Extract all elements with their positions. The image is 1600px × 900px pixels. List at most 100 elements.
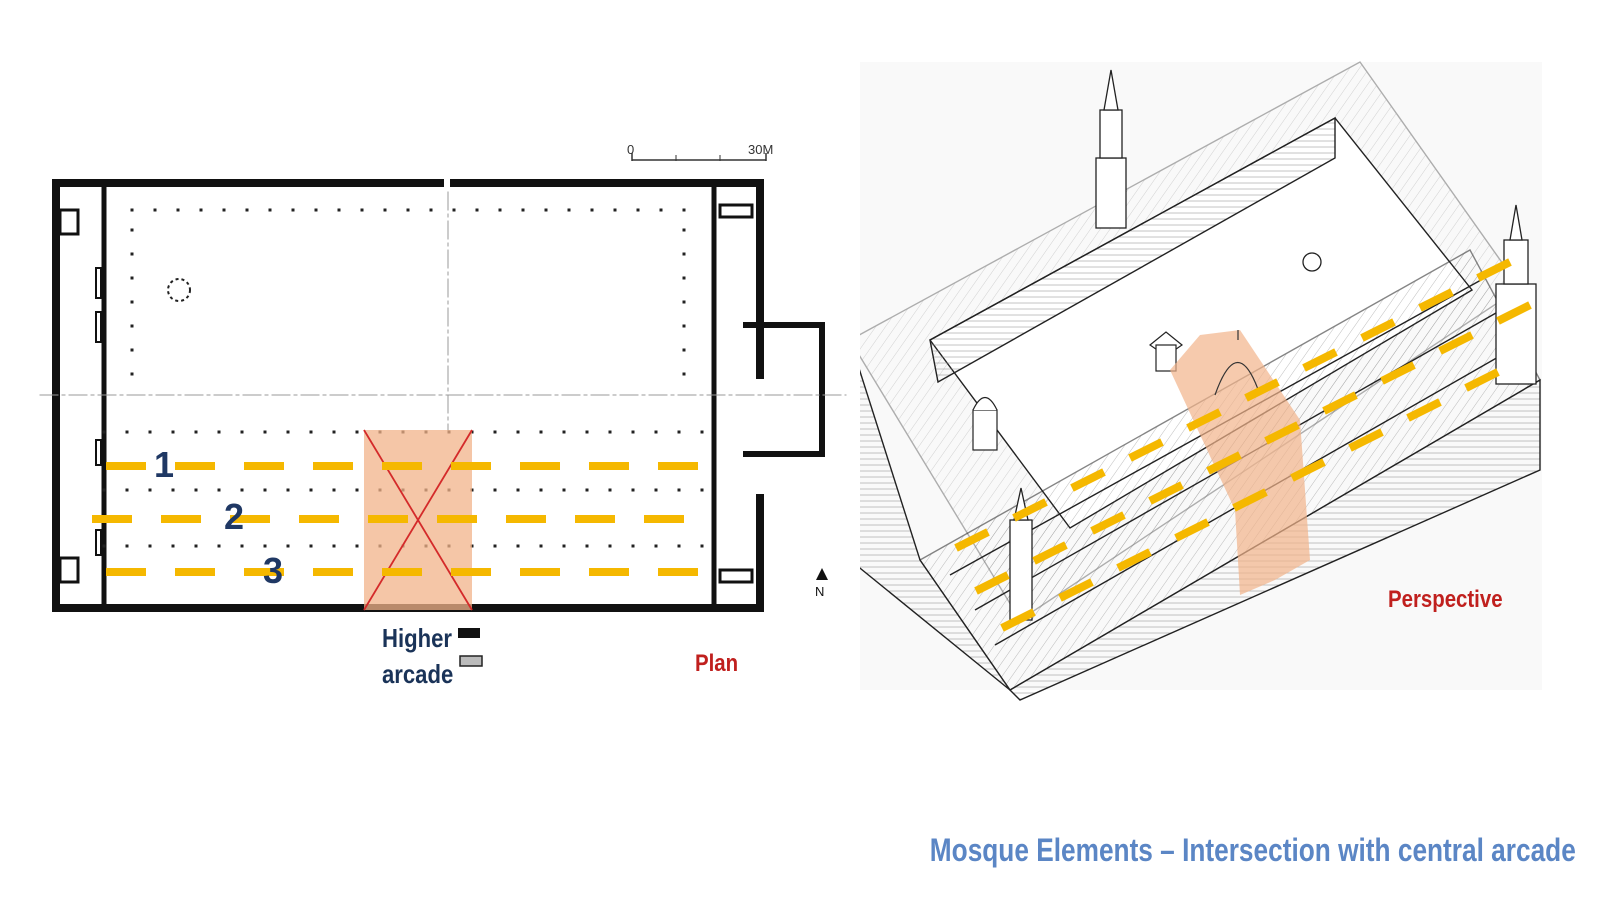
arcade-column bbox=[631, 544, 635, 548]
aisle-dash bbox=[589, 462, 629, 470]
arcade-column bbox=[654, 544, 658, 548]
aisle-dash bbox=[382, 462, 422, 470]
arcade-column bbox=[148, 488, 152, 492]
aisle-dash bbox=[644, 515, 684, 523]
arcade-column bbox=[194, 430, 198, 434]
aisle-dash bbox=[1476, 258, 1512, 282]
arcade-column bbox=[406, 208, 410, 212]
aisle-dash bbox=[1438, 331, 1474, 355]
arcade-column bbox=[217, 544, 221, 548]
perspective-label: Perspective bbox=[1388, 586, 1503, 613]
arcade-column bbox=[631, 430, 635, 434]
transept-cross-line-2 bbox=[363, 429, 473, 611]
arcade-column bbox=[608, 544, 612, 548]
arcade-column bbox=[245, 208, 249, 212]
aisle-dash bbox=[299, 515, 339, 523]
arcade-column bbox=[332, 488, 336, 492]
arcade-column bbox=[516, 430, 520, 434]
arcade-column bbox=[153, 208, 157, 212]
arcade-column bbox=[677, 430, 681, 434]
arcade-column bbox=[286, 544, 290, 548]
arcade-column bbox=[171, 544, 175, 548]
aisle-dash bbox=[313, 462, 353, 470]
plan-drawing: 0 30M bbox=[39, 142, 847, 667]
arcade-column bbox=[562, 430, 566, 434]
aisle-dash bbox=[520, 462, 560, 470]
aisle-dash bbox=[313, 568, 353, 576]
arcade-column bbox=[539, 488, 543, 492]
arcade-column bbox=[148, 544, 152, 548]
aisle-dash bbox=[954, 528, 990, 552]
aisle-dash bbox=[1148, 481, 1184, 505]
legend-label-arcade: arcade bbox=[382, 659, 454, 689]
arcade-column bbox=[498, 208, 502, 212]
arcade-column bbox=[314, 208, 318, 212]
aisle-markers bbox=[92, 462, 698, 576]
aisle-dash bbox=[658, 568, 698, 576]
aisle-dash bbox=[1058, 578, 1094, 602]
arcade-column bbox=[516, 488, 520, 492]
aisle-dash bbox=[175, 462, 215, 470]
aisle-dash bbox=[451, 568, 491, 576]
arcade-column bbox=[130, 252, 134, 256]
arcade-column bbox=[677, 488, 681, 492]
arcade-column bbox=[677, 544, 681, 548]
bay-number-2: 2 bbox=[224, 496, 245, 537]
aisle-markers-persp bbox=[954, 258, 1532, 632]
arcade-column bbox=[355, 544, 359, 548]
aisle-dash bbox=[1290, 458, 1326, 482]
aisle-dash bbox=[1000, 608, 1036, 632]
perspective-panel: Perspective bbox=[860, 0, 1600, 720]
arcade-column bbox=[654, 430, 658, 434]
arcade-column bbox=[682, 252, 686, 256]
aisle-dash bbox=[506, 515, 546, 523]
aisle-dash bbox=[658, 462, 698, 470]
aisle-dash bbox=[244, 462, 284, 470]
arcade-column bbox=[355, 488, 359, 492]
courtyard-kiosk bbox=[1148, 331, 1184, 372]
plan-panel: 0 30M bbox=[0, 0, 860, 720]
aisle-dash bbox=[1070, 468, 1106, 492]
arcade-column bbox=[608, 430, 612, 434]
arcade-column bbox=[130, 208, 134, 212]
arcade-column bbox=[700, 488, 704, 492]
arcade-column bbox=[360, 208, 364, 212]
minaret-north bbox=[1095, 69, 1127, 229]
arcade-column bbox=[493, 430, 497, 434]
arcade-column bbox=[475, 208, 479, 212]
arcade-column bbox=[286, 488, 290, 492]
arcade-column bbox=[194, 488, 198, 492]
arcade-column bbox=[682, 348, 686, 352]
arcade-column bbox=[332, 544, 336, 548]
arcade-column bbox=[521, 208, 525, 212]
arcade-column bbox=[130, 228, 134, 232]
arcade-column bbox=[286, 430, 290, 434]
arcade-column bbox=[682, 372, 686, 376]
arcade-column bbox=[562, 544, 566, 548]
arcade-column bbox=[194, 544, 198, 548]
aisle-dash bbox=[1406, 398, 1442, 422]
aisle-dash bbox=[451, 462, 491, 470]
arcade-column bbox=[332, 430, 336, 434]
transept-dome bbox=[1214, 330, 1261, 396]
arcade-column bbox=[291, 208, 295, 212]
north-arrow-icon: N bbox=[815, 568, 828, 599]
aisle-dash bbox=[1128, 438, 1164, 462]
arcade-column bbox=[585, 430, 589, 434]
arcade-column bbox=[700, 430, 704, 434]
aisle-dash bbox=[974, 571, 1010, 595]
arcade-column bbox=[590, 208, 594, 212]
arcade-column bbox=[130, 324, 134, 328]
courtyard-fountain bbox=[167, 278, 191, 302]
aisle-dash bbox=[1186, 408, 1222, 432]
arcade-column bbox=[613, 208, 617, 212]
aisle-dash bbox=[1302, 348, 1338, 372]
arcade-column bbox=[383, 208, 387, 212]
arcade-column bbox=[130, 300, 134, 304]
aisle-dash bbox=[1496, 301, 1532, 325]
aisle-dash bbox=[1032, 541, 1068, 565]
arcade-column bbox=[631, 488, 635, 492]
arcade-column bbox=[148, 430, 152, 434]
arcade-column bbox=[309, 430, 313, 434]
arcade-column bbox=[240, 544, 244, 548]
